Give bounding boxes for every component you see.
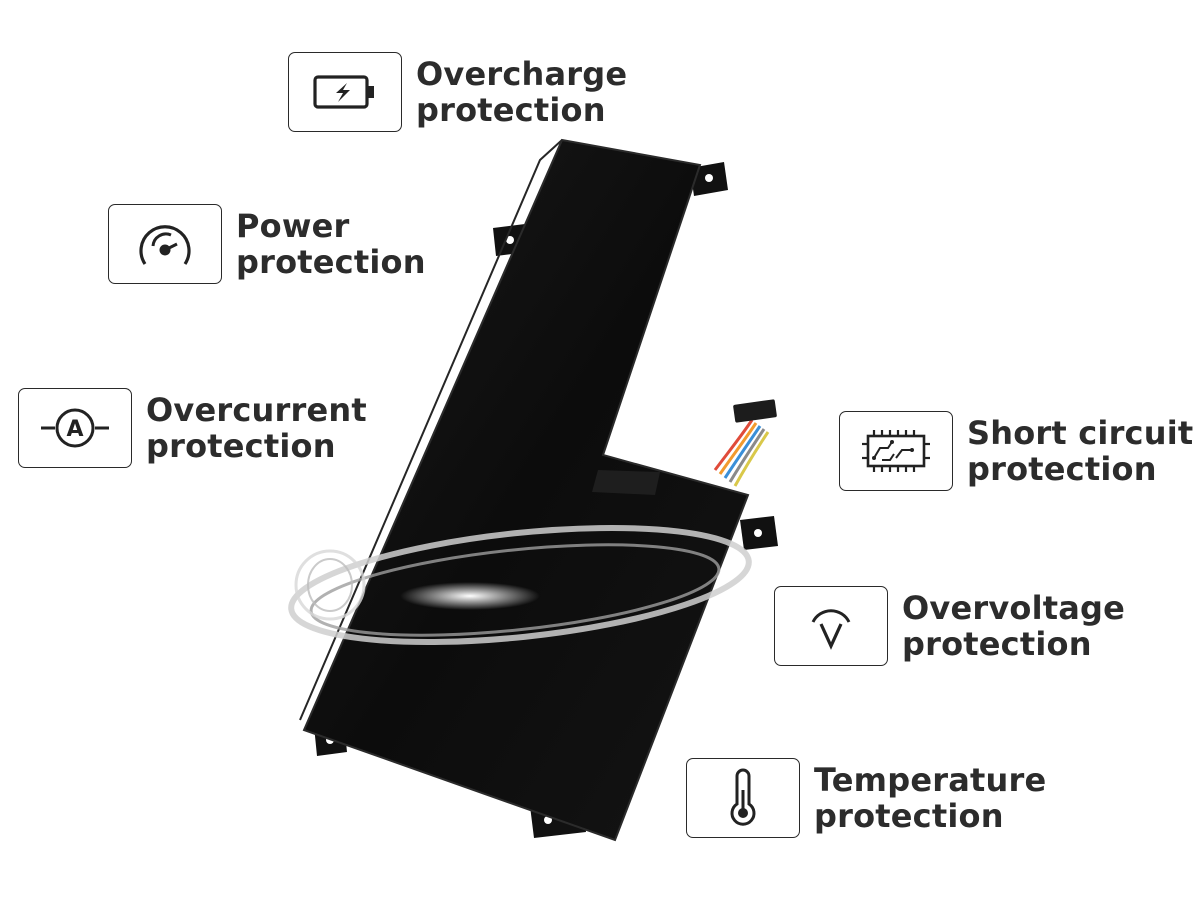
feature-overcurrent: A Overcurrent protection xyxy=(18,388,367,468)
feature-overcharge: Overcharge protection xyxy=(288,52,627,132)
temperature-icon-box xyxy=(686,758,800,838)
protection-swirl xyxy=(288,524,752,646)
connector-cable xyxy=(713,399,777,487)
ammeter-icon: A xyxy=(41,408,109,448)
temperature-line2: protection xyxy=(814,797,1004,835)
circuit-board-icon xyxy=(862,430,930,472)
voltmeter-icon xyxy=(811,609,851,650)
overcharge-icon-box xyxy=(288,52,402,132)
feature-overvoltage: Overvoltage protection xyxy=(774,586,1125,666)
overvoltage-line2: protection xyxy=(902,625,1092,663)
battery-charge-icon xyxy=(313,75,374,109)
short-circuit-icon-box xyxy=(839,411,953,491)
short-circuit-line2: protection xyxy=(967,450,1157,488)
overcurrent-line2: protection xyxy=(146,427,336,465)
power-line2: protection xyxy=(236,243,426,281)
svg-text:A: A xyxy=(66,417,83,442)
gauge-icon xyxy=(139,225,191,265)
overcurrent-label: Overcurrent protection xyxy=(146,392,367,464)
overcharge-line1: Overcharge xyxy=(416,55,628,93)
feature-short-circuit: Short circuit protection xyxy=(839,411,1193,491)
overcurrent-icon-box: A xyxy=(18,388,132,468)
power-label: Power protection xyxy=(236,208,426,280)
overcharge-line2: protection xyxy=(416,91,606,129)
power-icon-box xyxy=(108,204,222,284)
thermometer-icon xyxy=(730,768,756,826)
feature-temperature: Temperature protection xyxy=(686,758,1046,838)
feature-power: Power protection xyxy=(108,204,426,284)
short-circuit-label: Short circuit protection xyxy=(967,415,1193,487)
overvoltage-icon-box xyxy=(774,586,888,666)
temperature-line1: Temperature xyxy=(814,761,1047,799)
overvoltage-label: Overvoltage protection xyxy=(902,590,1125,662)
short-circuit-line1: Short circuit xyxy=(967,414,1194,452)
overvoltage-line1: Overvoltage xyxy=(902,589,1126,627)
overcurrent-line1: Overcurrent xyxy=(146,391,367,429)
power-line1: Power xyxy=(236,207,350,245)
temperature-label: Temperature protection xyxy=(814,762,1046,834)
overcharge-label: Overcharge protection xyxy=(416,56,627,128)
battery-body xyxy=(302,138,750,842)
